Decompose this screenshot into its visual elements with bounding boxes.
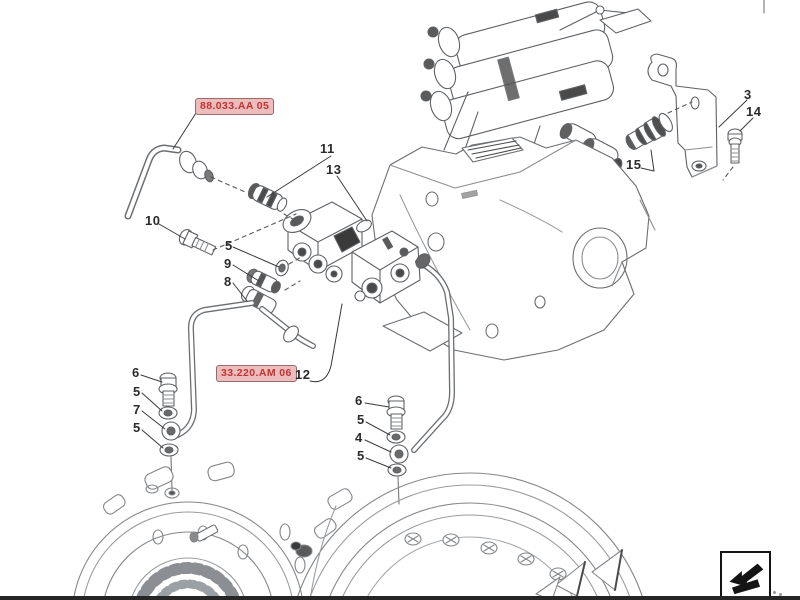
drum-bolts: [404, 532, 567, 581]
callout-5-right-1: 5: [357, 412, 365, 427]
callout-15: 15: [626, 157, 642, 172]
callout-14: 14: [746, 104, 762, 119]
connector-part-11: [247, 182, 288, 212]
callout-5-upper: 5: [225, 238, 233, 253]
bolt-part-10: [178, 229, 217, 256]
scan-speck: [773, 591, 776, 594]
callout-13: 13: [326, 162, 342, 177]
control-valve-assembly: [282, 201, 421, 304]
fitting-part-8: [240, 285, 277, 314]
transmission-housing: [371, 136, 656, 361]
coupler-part-15: [625, 112, 673, 150]
right-brake-pipe: [411, 253, 455, 453]
assembly-dashed-lines: [210, 101, 734, 291]
spool-part-9: [246, 268, 281, 294]
scan-speck: [779, 593, 782, 596]
leader-lines: [140, 99, 754, 469]
elbow-pipe: [124, 144, 214, 220]
callout-6-right: 6: [355, 393, 363, 408]
page-jump-arrow-icon: [728, 563, 763, 595]
callout-10: 10: [145, 213, 161, 228]
bracket-part-3: [647, 0, 765, 178]
left-brake-pipe: [169, 300, 316, 440]
bolt-part-14: [727, 128, 743, 164]
callout-12: 12: [295, 367, 311, 382]
section-ref-link-33-220-AM-06[interactable]: 33.220.AM 06: [216, 365, 297, 382]
callout-5-left-2: 5: [133, 420, 141, 435]
page-jump-button[interactable]: [720, 551, 771, 600]
callout-4: 4: [355, 430, 363, 445]
callout-5-right-2: 5: [357, 448, 365, 463]
seal-ring-part-5: [275, 259, 289, 277]
brake-drum: [290, 472, 645, 600]
section-ref-link-88-033-AA-05[interactable]: 88.033.AA 05: [195, 98, 275, 115]
left-fitting-group: [158, 372, 181, 491]
wheel-hub: [72, 461, 306, 600]
remote-valve-stack: [420, 1, 652, 174]
callout-5-left-1: 5: [133, 384, 141, 399]
callout-3: 3: [744, 87, 752, 102]
right-fitting-group: [386, 395, 409, 505]
callout-8: 8: [224, 274, 232, 289]
callout-7: 7: [133, 402, 141, 417]
callout-6-left: 6: [132, 365, 140, 380]
callout-9: 9: [224, 256, 232, 271]
bottom-border-bar: [0, 596, 800, 600]
callout-11: 11: [320, 141, 335, 156]
